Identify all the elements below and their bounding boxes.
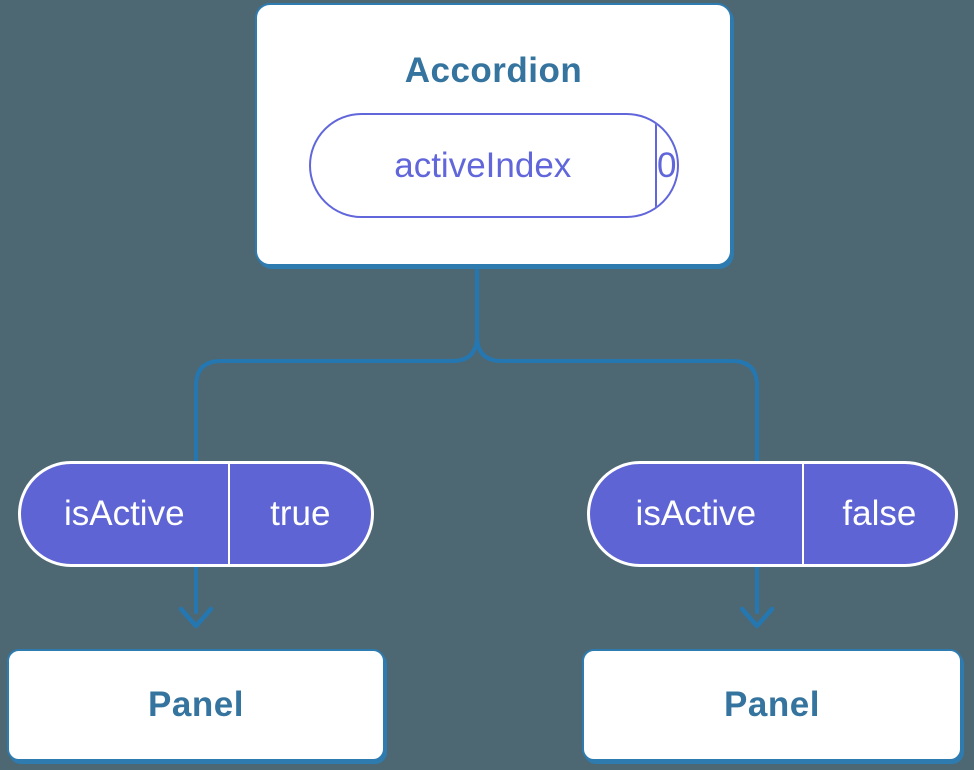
panel-component-card-left: Panel <box>7 649 385 761</box>
state-pill: activeIndex 0 <box>308 113 679 218</box>
connector-right-branch <box>475 264 759 614</box>
pill-divider <box>801 464 804 564</box>
prop-pill-value: true <box>270 494 331 533</box>
pill-divider <box>655 115 658 216</box>
state-pill-value: 0 <box>657 145 677 185</box>
prop-pill-value: false <box>842 494 917 533</box>
arrowhead-down-right-icon <box>739 606 775 629</box>
panel-title: Panel <box>724 685 820 724</box>
prop-pill-left: isActive true <box>18 461 374 567</box>
pill-divider <box>227 464 230 564</box>
prop-pill-name: isActive <box>63 494 185 533</box>
accordion-component-card: Accordion activeIndex 0 <box>255 3 732 266</box>
arrowhead-down-left-icon <box>178 606 214 629</box>
panel-title: Panel <box>148 685 244 724</box>
panel-component-card-right: Panel <box>582 649 962 761</box>
prop-pill-right: isActive false <box>587 461 958 567</box>
prop-pill-name: isActive <box>635 494 757 533</box>
component-title: Accordion <box>404 51 583 90</box>
connector-left-branch <box>194 264 479 614</box>
state-pill-name: activeIndex <box>394 145 572 185</box>
